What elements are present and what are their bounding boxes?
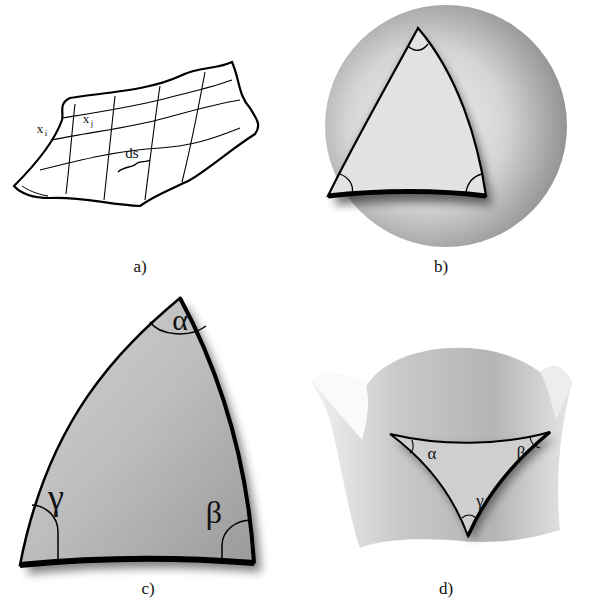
angle-label: β: [206, 496, 222, 528]
sphere: [325, 5, 567, 247]
panel-caption: d): [439, 580, 453, 597]
angle-label: γ: [48, 479, 64, 515]
spherical-triangle: [20, 298, 261, 574]
panel-caption: b): [434, 258, 448, 275]
coordinate-label: x: [37, 122, 44, 135]
coordinate-label: x: [83, 112, 90, 125]
saddle-surface: [310, 348, 572, 548]
angle-label: γ: [476, 492, 484, 509]
coordinate-label: j: [91, 119, 94, 128]
angle-label: α: [428, 445, 437, 462]
angle-label: β: [517, 444, 526, 461]
panel-caption: c): [141, 580, 154, 597]
coordinate-label: i: [45, 129, 48, 138]
angle-label: α: [172, 305, 188, 335]
coordinate-label: ds: [125, 146, 138, 161]
panel-caption: a): [133, 258, 146, 275]
surface-sheet: [14, 62, 258, 206]
